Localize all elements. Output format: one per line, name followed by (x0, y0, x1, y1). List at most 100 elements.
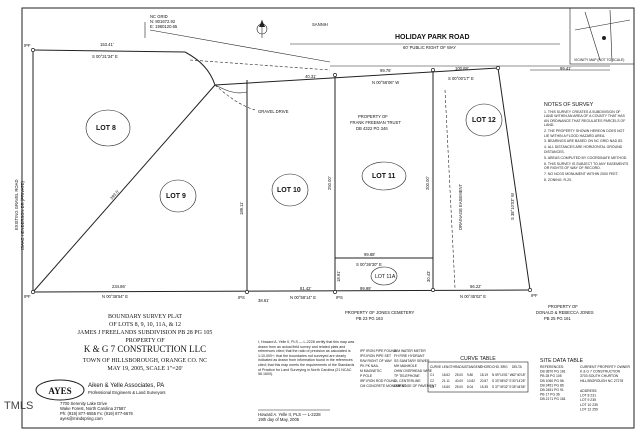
plat-lots: OF LOTS 8, 9, 10, 11A, & 12 (109, 322, 181, 328)
title-block: BOUNDARY SURVEY PLAT OF LOTS 8, 9, 10, 1… (78, 314, 213, 372)
svg-text:AYES: AYES (48, 386, 71, 396)
ipf-marker-icon (496, 66, 500, 70)
svg-text:CURVE TABLE: CURVE TABLE (460, 356, 496, 362)
svg-text:N 00°36'54" E: N 00°36'54" E (102, 294, 128, 299)
svg-text:100.88': 100.88' (455, 66, 469, 71)
curve-table-cell: 18.19 (480, 373, 488, 377)
legend-item: TP TELEPHONE (394, 374, 420, 378)
plat-title: BOUNDARY SURVEY PLAT (108, 314, 182, 320)
svg-text:Wake Forest, North Carolina 27: Wake Forest, North Carolina 27587 (60, 406, 126, 411)
note-item: 7. NO NCGS MONUMENT WITHIN 2000 FEET. (544, 171, 619, 176)
site-data-address: LOT 12 259 (580, 407, 598, 411)
site-data-owner: CURRENT PROPERTY OWNER (580, 365, 630, 369)
curve-table-cell: S 33°08'02" E (492, 379, 512, 383)
svg-text:18.91': 18.91' (336, 271, 341, 282)
svg-text:ISAAC HENDERSON DR (PRIVATE): ISAAC HENDERSON DR (PRIVATE) (20, 180, 25, 250)
curve-table-cell: 21.11 (442, 379, 450, 383)
certification: I, Howard A. Yelle II, PLS — L-2228 cert… (258, 340, 354, 422)
svg-text:38.61': 38.61' (258, 298, 269, 303)
svg-text:ayes@mindspring.com: ayes@mindspring.com (60, 416, 103, 421)
north-arrow-icon (256, 20, 268, 38)
site-data-address: ADDRESS: (580, 389, 597, 393)
legend-item: IPS IRON PIPE SET (360, 354, 391, 358)
svg-text:66.22': 66.22' (470, 284, 481, 289)
site-data-ref: DB 1050 PG 56 (540, 379, 564, 383)
svg-text:250.00': 250.00' (327, 176, 332, 190)
site-data-ref: REFERENCES: (540, 365, 564, 369)
notes-of-survey: NOTES OF SURVEY 1. THIS SURVEY CREATES A… (544, 102, 629, 182)
svg-text:FRANK FREEMAN TRUST: FRANK FREEMAN TRUST (350, 120, 401, 125)
road-feature-label: SANNIH (312, 22, 328, 27)
curve-table-cell: 10.82 (467, 379, 475, 383)
svg-text:IPF: IPF (24, 43, 31, 48)
gravel-drive-line (214, 84, 256, 111)
lot-10-label: LOT 10 (277, 187, 301, 194)
grid-note-line-1: NC GRID (150, 14, 168, 19)
svg-text:DONALD & REBECCA JONES: DONALD & REBECCA JONES (536, 310, 594, 315)
legend-item: OHW OVERHEAD WIRE (394, 369, 433, 373)
curve-table-cell: 20.87 (480, 379, 488, 383)
ipf-marker-icon (31, 48, 35, 52)
curve-table-cell: 25.00 (455, 373, 463, 377)
curve-table-header: CHORD (480, 365, 492, 369)
sheet-border (21, 7, 635, 429)
drainage-easement (444, 89, 456, 289)
svg-text:PB 23 PG 163: PB 23 PG 163 (356, 316, 383, 321)
curve-table-cell: C3 (430, 385, 434, 389)
curve-table-header: CURVE (430, 365, 441, 369)
watermark: TMLS (4, 400, 34, 412)
note-item: 6. THIS SURVEY IS SUBJECT TO ANY EASEMEN… (544, 161, 629, 170)
legend-item: PK PK NAIL (360, 364, 379, 368)
grid-note-line-2: N: 801672.92 (150, 19, 176, 24)
note-item: 2. THE PROPERTY SHOWN HEREON DOES NOT LI… (544, 129, 625, 138)
svg-text:81.42': 81.42' (300, 286, 311, 291)
site-data-owner: HILLSBOROUGH NC 27278 (580, 379, 623, 383)
lot-12-label: LOT 12 (472, 117, 496, 124)
plat-location: TOWN OF HILLSBOROUGH, ORANGE CO. NC (83, 358, 207, 364)
lot-9-label: LOT 9 (166, 193, 186, 200)
curve-table-cell: 8.04 (467, 385, 473, 389)
lot-labels: LOT 8 LOT 9 LOT 10 LOT 11 LOT 11A LOT 12 (85, 103, 503, 286)
note-item: 3. BEARINGS ARE BASED ON NC GRID NAD 83. (544, 139, 623, 144)
legend-item: EOP EDGE OF PAVEMENT (394, 384, 436, 388)
diagonal-boundary (32, 84, 216, 293)
bearings-distances: 153.41' S 00°31'34" E 99.76' N 00°56'06"… (92, 42, 571, 303)
curve-table-header: DELTA (512, 365, 523, 369)
adjacent-owners: PROPERTY OF FRANK FREEMAN TRUST DB 4322 … (14, 109, 594, 321)
svg-text:DRAINAGE EASEMENT: DRAINAGE EASEMENT (458, 183, 463, 230)
svg-text:GRAVEL DRIVE: GRAVEL DRIVE (258, 109, 289, 114)
svg-text:99.88': 99.88' (364, 252, 375, 257)
ipf-marker-icon (528, 288, 532, 292)
svg-text:30.43': 30.43' (426, 271, 431, 282)
svg-text:DB 4322 PG 346: DB 4322 PG 346 (356, 126, 388, 131)
south-boundary (32, 289, 531, 293)
curve-table-cell: 35°44'56" (512, 385, 526, 389)
site-data-ref: DB 2171 PG 181 (540, 397, 566, 401)
ipf-marker-icon (31, 290, 35, 294)
note-item: 8. ZONING: R-20. (544, 177, 573, 182)
svg-text:Ph: (919) 877-6555 Fx: (919): Ph: (919) 877-6555 Fx: (919) 877-6676 (60, 411, 134, 416)
grid-note-line-3: E: 1960120.65 (150, 24, 178, 29)
ips-marker-icon (333, 290, 337, 294)
svg-text:PB 25 PG 161: PB 25 PG 161 (544, 316, 571, 321)
ip-markers: IPF IPF IPS IPS IPF (24, 43, 538, 300)
svg-text:200.00': 200.00' (425, 176, 430, 190)
site-data-owner: 3703 SOUTH CHURTON (580, 374, 619, 378)
svg-text:PROPERTY OF: PROPERTY OF (548, 304, 578, 309)
svg-text:Professional Engineers & Land: Professional Engineers & Land Surveyors (88, 390, 166, 395)
svg-text:IPF: IPF (24, 294, 31, 299)
firm-block: AYES Aiken & Yelle Associates, PA Profes… (35, 379, 166, 421)
legend-item: P POLE (360, 374, 373, 378)
svg-text:N 00°58'14" E: N 00°58'14" E (290, 295, 316, 300)
road-right-of-way: 60' PUBLIC RIGHT OF WAY (403, 45, 456, 50)
note-item: 4. ALL DISTANCES ARE HORIZONTAL GROUND D… (544, 145, 623, 154)
legend-item: CM CONCRETE MONUMENT (360, 384, 406, 388)
svg-text:99.76': 99.76' (380, 68, 391, 73)
svg-text:S 00°00'17" E: S 00°00'17" E (448, 76, 474, 81)
curve-table-cell: C2 (430, 379, 434, 383)
legend-item: R/W RIGHT OF WAY (360, 359, 393, 363)
svg-text:S 00°31'34" E: S 00°31'34" E (92, 54, 118, 59)
